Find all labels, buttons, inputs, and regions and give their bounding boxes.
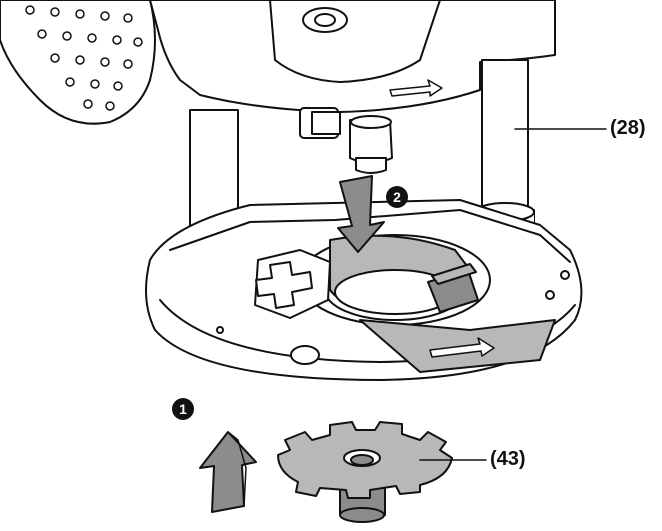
template-guide <box>277 421 453 523</box>
step-2-arrow <box>337 175 385 253</box>
step-2-badge: 2 <box>386 186 408 208</box>
step-1-badge: 1 <box>172 398 194 420</box>
motor-housing <box>0 0 556 125</box>
base-plate <box>145 199 583 381</box>
spindle <box>299 107 393 174</box>
label-guide-column: (28) <box>610 117 646 139</box>
label-template-guide: (43) <box>490 448 526 470</box>
slide-arrow <box>429 337 495 358</box>
step-1-arrow <box>199 431 257 513</box>
grip-dots <box>25 5 143 111</box>
